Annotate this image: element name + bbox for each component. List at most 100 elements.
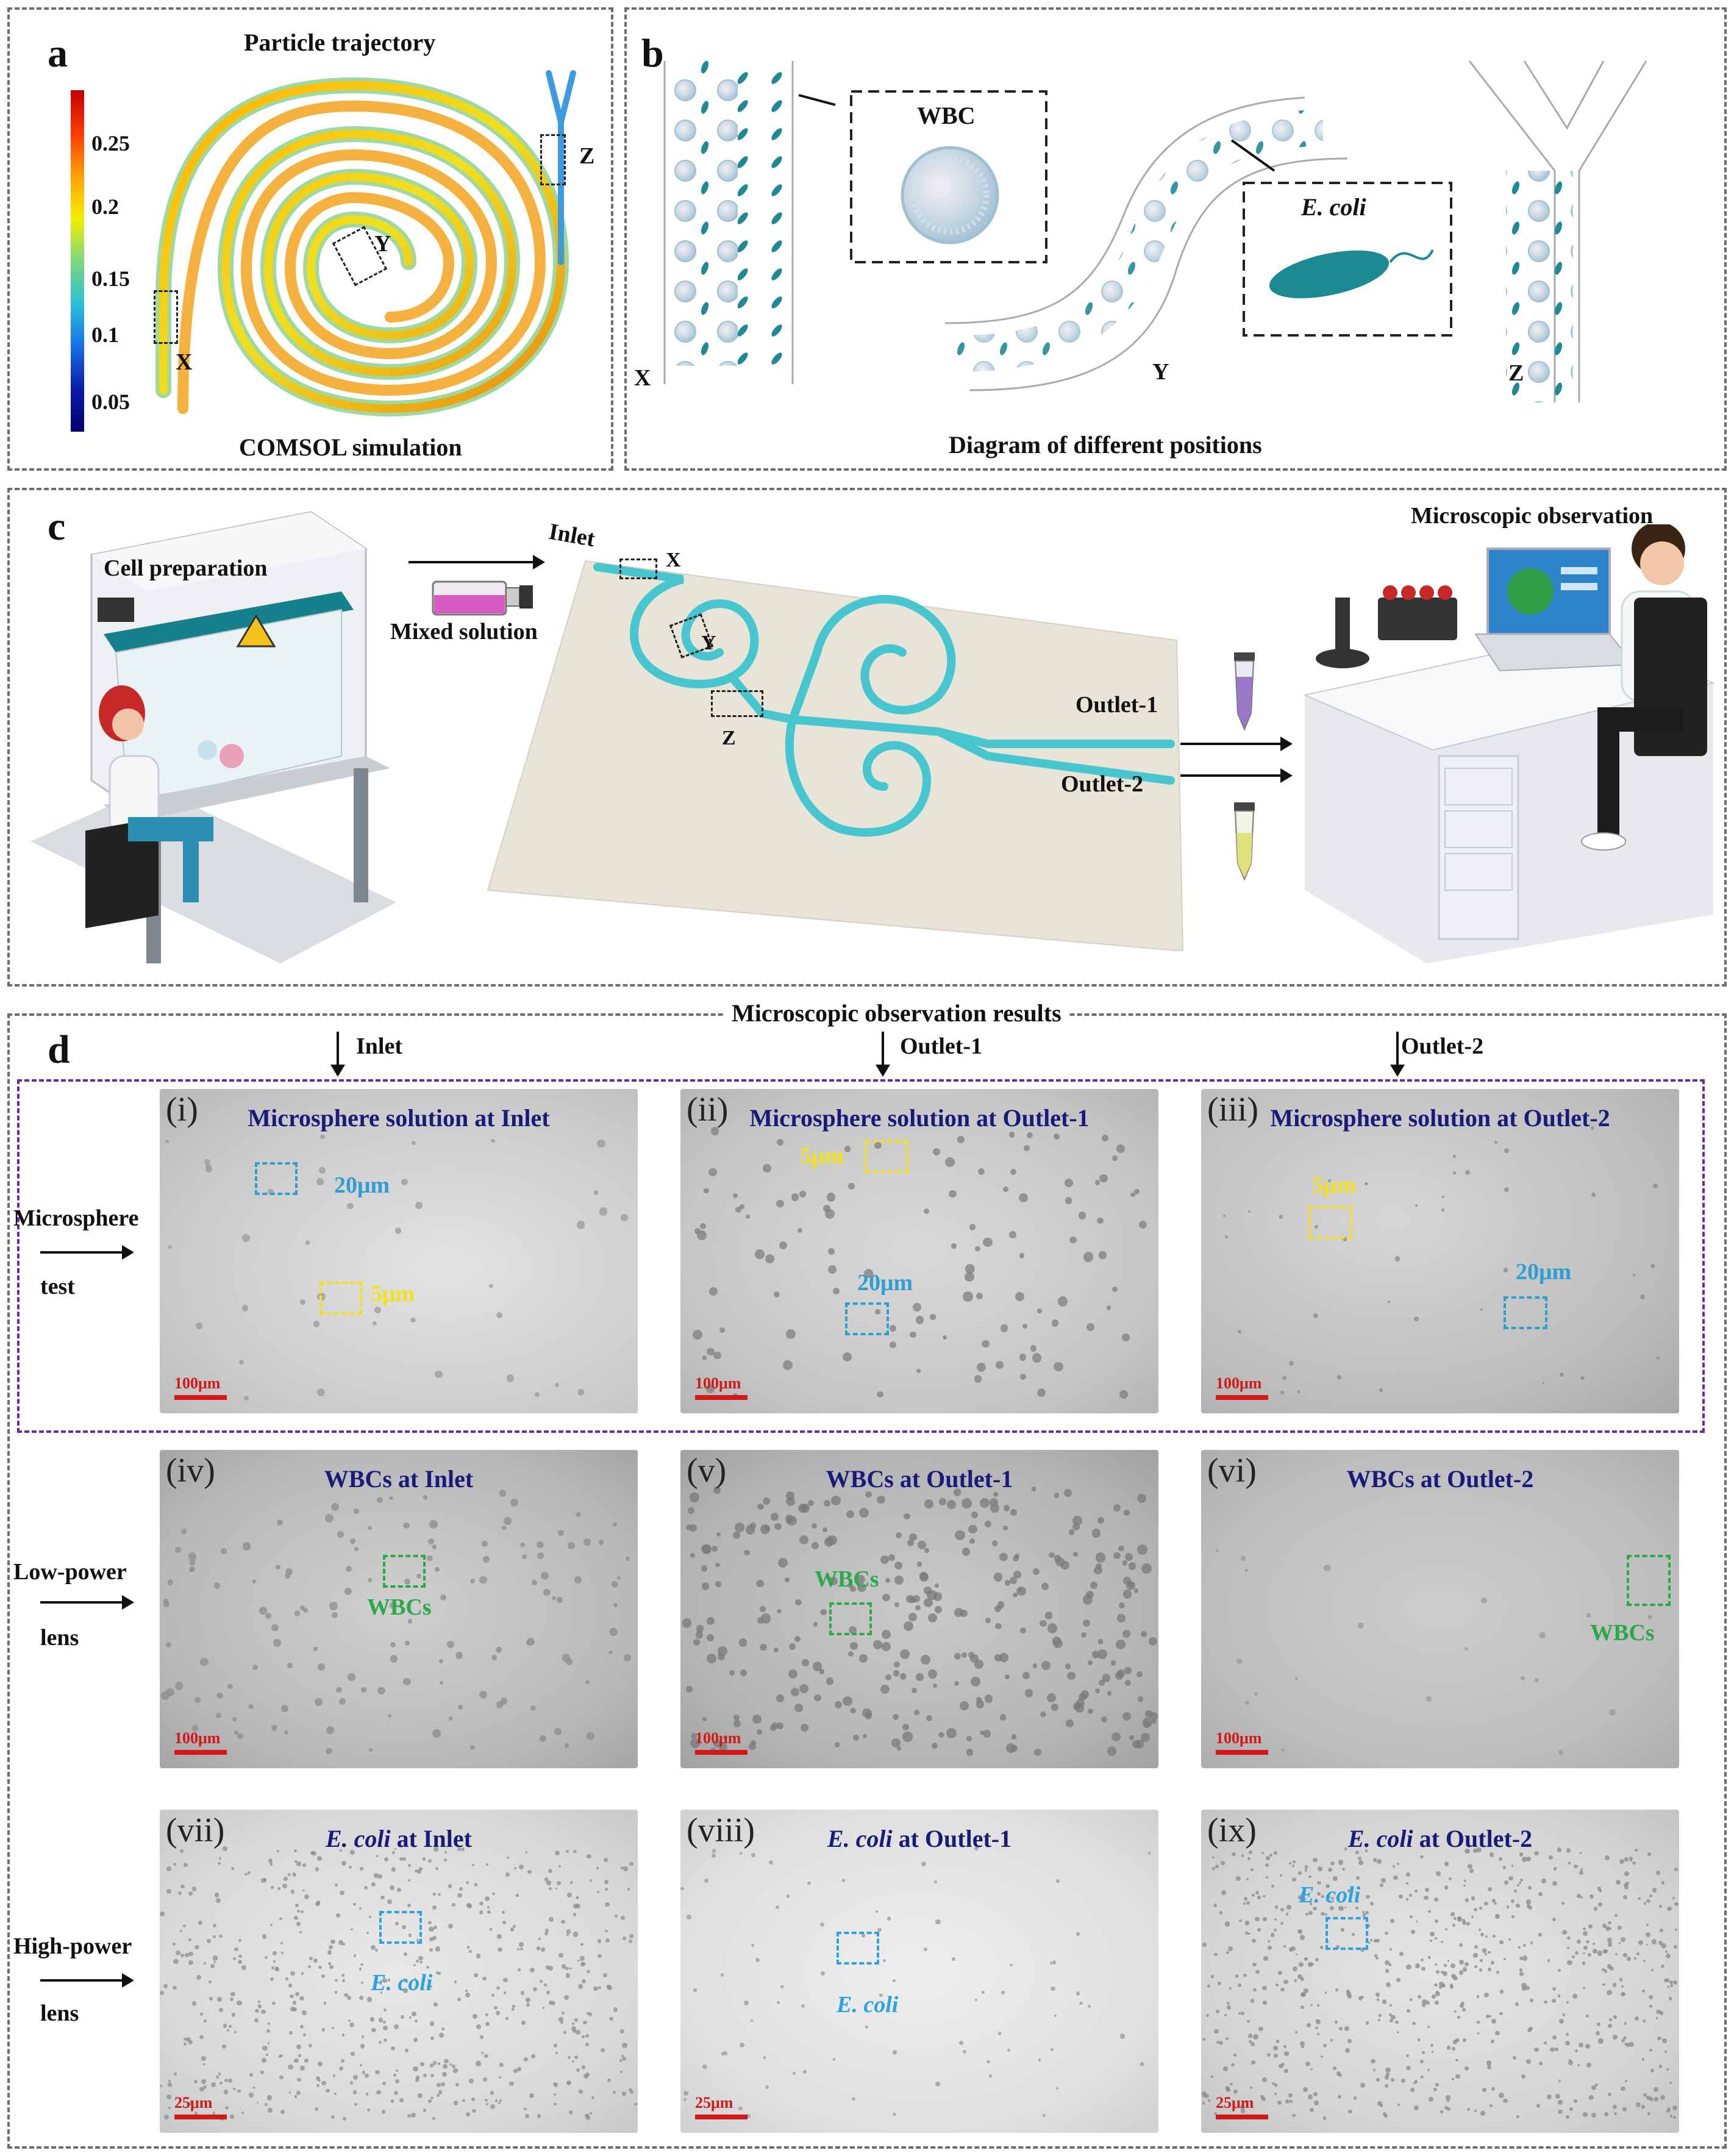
particle-dot: [574, 1576, 582, 1583]
particle-dot: [969, 1223, 976, 1230]
particle-dot: [299, 1996, 304, 2001]
particle-dot: [1406, 1964, 1411, 1970]
particle-dot: [375, 2070, 380, 2075]
particle-dot: [1440, 2110, 1443, 2113]
particle-dot: [733, 1720, 741, 1728]
micrograph-iv: (iv) WBCs at Inlet WBCs 100μm: [160, 1450, 638, 1768]
particle-dot: [1299, 2041, 1305, 2047]
particle-dot: [1339, 2027, 1343, 2030]
particle-dot: [1252, 1894, 1255, 1897]
particle-dot: [1371, 2058, 1375, 2063]
particle-dot: [569, 1881, 573, 1885]
particle-dot: [1667, 1986, 1670, 1988]
particle-dot: [1516, 1904, 1521, 1908]
particle-dot: [1512, 2056, 1516, 2060]
panel-c-frame: [7, 488, 1727, 987]
particle-dot: [1238, 2011, 1241, 2015]
particle-dot: [1054, 1133, 1060, 1140]
particle-dot: [1585, 2044, 1590, 2049]
particle-dot: [350, 2081, 354, 2085]
particle-dot: [1372, 2069, 1375, 2072]
particle-dot: [209, 1997, 213, 2001]
particle-dot: [598, 1540, 604, 1545]
particle-dot: [573, 1903, 579, 1908]
particle-dot: [1018, 1587, 1023, 1592]
particle-dot: [923, 1598, 933, 1608]
particle-dot: [824, 1537, 834, 1547]
particle-dot: [418, 1866, 423, 1871]
particle-dot: [292, 1873, 296, 1877]
particle-dot: [1110, 1660, 1116, 1666]
particle-dot: [554, 1850, 560, 1855]
particle-dot: [1444, 1861, 1449, 1866]
particle-dot: [335, 1687, 342, 1693]
particle-dot: [1385, 1982, 1391, 1988]
particle-dot: [1107, 1690, 1112, 1696]
particle-dot: [1494, 1913, 1500, 1919]
particle-dot: [1568, 2059, 1572, 2062]
particle-dot: [180, 1849, 184, 1854]
particle-dot: [391, 1867, 396, 1872]
particle-dot: [1534, 1851, 1539, 1856]
particle-dot: [1624, 1871, 1629, 1876]
particle-dot: [1321, 1911, 1325, 1916]
particle-dot: [757, 1616, 765, 1624]
scale-bar: [174, 1395, 227, 1400]
particle-dot: [1496, 1971, 1500, 1974]
micrograph-title: E. coli at Outlet-1: [680, 1824, 1158, 1853]
particle-dot: [786, 1894, 790, 1899]
particle-dot: [499, 2063, 504, 2068]
particle-dot: [218, 2072, 221, 2076]
particle-dot: [312, 1851, 316, 1856]
particle-dot: [297, 2077, 301, 2082]
panel-a-title: Particle trajectory: [244, 29, 436, 56]
particle-dot: [364, 2073, 369, 2078]
particle-dot: [505, 2016, 509, 2021]
particle-dot: [1274, 1918, 1277, 1921]
particle-dot: [1428, 1910, 1431, 1913]
particle-dot: [232, 1717, 237, 1722]
particle-dot: [690, 1493, 699, 1502]
particle-dot: [683, 2097, 687, 2102]
particle-dot: [284, 1876, 288, 1881]
particle-dot: [740, 1204, 745, 1210]
particle-dot: [1474, 1965, 1477, 1969]
particle-dot: [1518, 1946, 1521, 1949]
particle-dot: [1010, 1963, 1013, 1967]
particle-dot: [1538, 1933, 1542, 1936]
particle-dot: [1328, 1179, 1332, 1183]
particle-dot: [795, 1599, 802, 1606]
particle-dot: [1133, 1588, 1139, 1593]
particle-dot: [418, 1956, 423, 1961]
particle-dot: [377, 1687, 385, 1695]
particle-dot: [188, 1891, 193, 1896]
micrograph-title: E. coli at Inlet: [160, 1824, 638, 1853]
particle-dot: [1435, 2001, 1439, 2005]
particle-dot: [1281, 1747, 1285, 1752]
particle-dot: [1552, 1918, 1556, 1921]
particle-dot: [957, 1136, 965, 1143]
particle-dot: [516, 2066, 521, 2071]
particle-dot: [1605, 1926, 1611, 1932]
particle-dot: [369, 2017, 375, 2022]
particle-dot: [962, 2049, 967, 2054]
particle-dot: [985, 1618, 991, 1624]
particle-dot: [452, 2064, 456, 2068]
particle-dot: [378, 2041, 382, 2044]
particle-dot: [1582, 1961, 1586, 1966]
particle-dot: [353, 2075, 358, 2080]
particle-dot: [348, 1865, 352, 1869]
particle-dot: [282, 1883, 288, 1889]
particle-dot: [1596, 2031, 1600, 2036]
particle-dot: [244, 1872, 248, 1876]
particle-dot: [746, 2114, 751, 2119]
particle-dot: [910, 1331, 916, 1338]
particle-dot: [395, 1921, 399, 1926]
particle-dot: [696, 1625, 704, 1633]
particle-dot: [587, 1969, 590, 1973]
particle-dot: [1113, 1504, 1121, 1512]
particle-dot: [935, 1919, 941, 1925]
particle-dot: [616, 1576, 621, 1580]
particle-dot: [1255, 1891, 1260, 1895]
particle-dot: [835, 1742, 840, 1747]
